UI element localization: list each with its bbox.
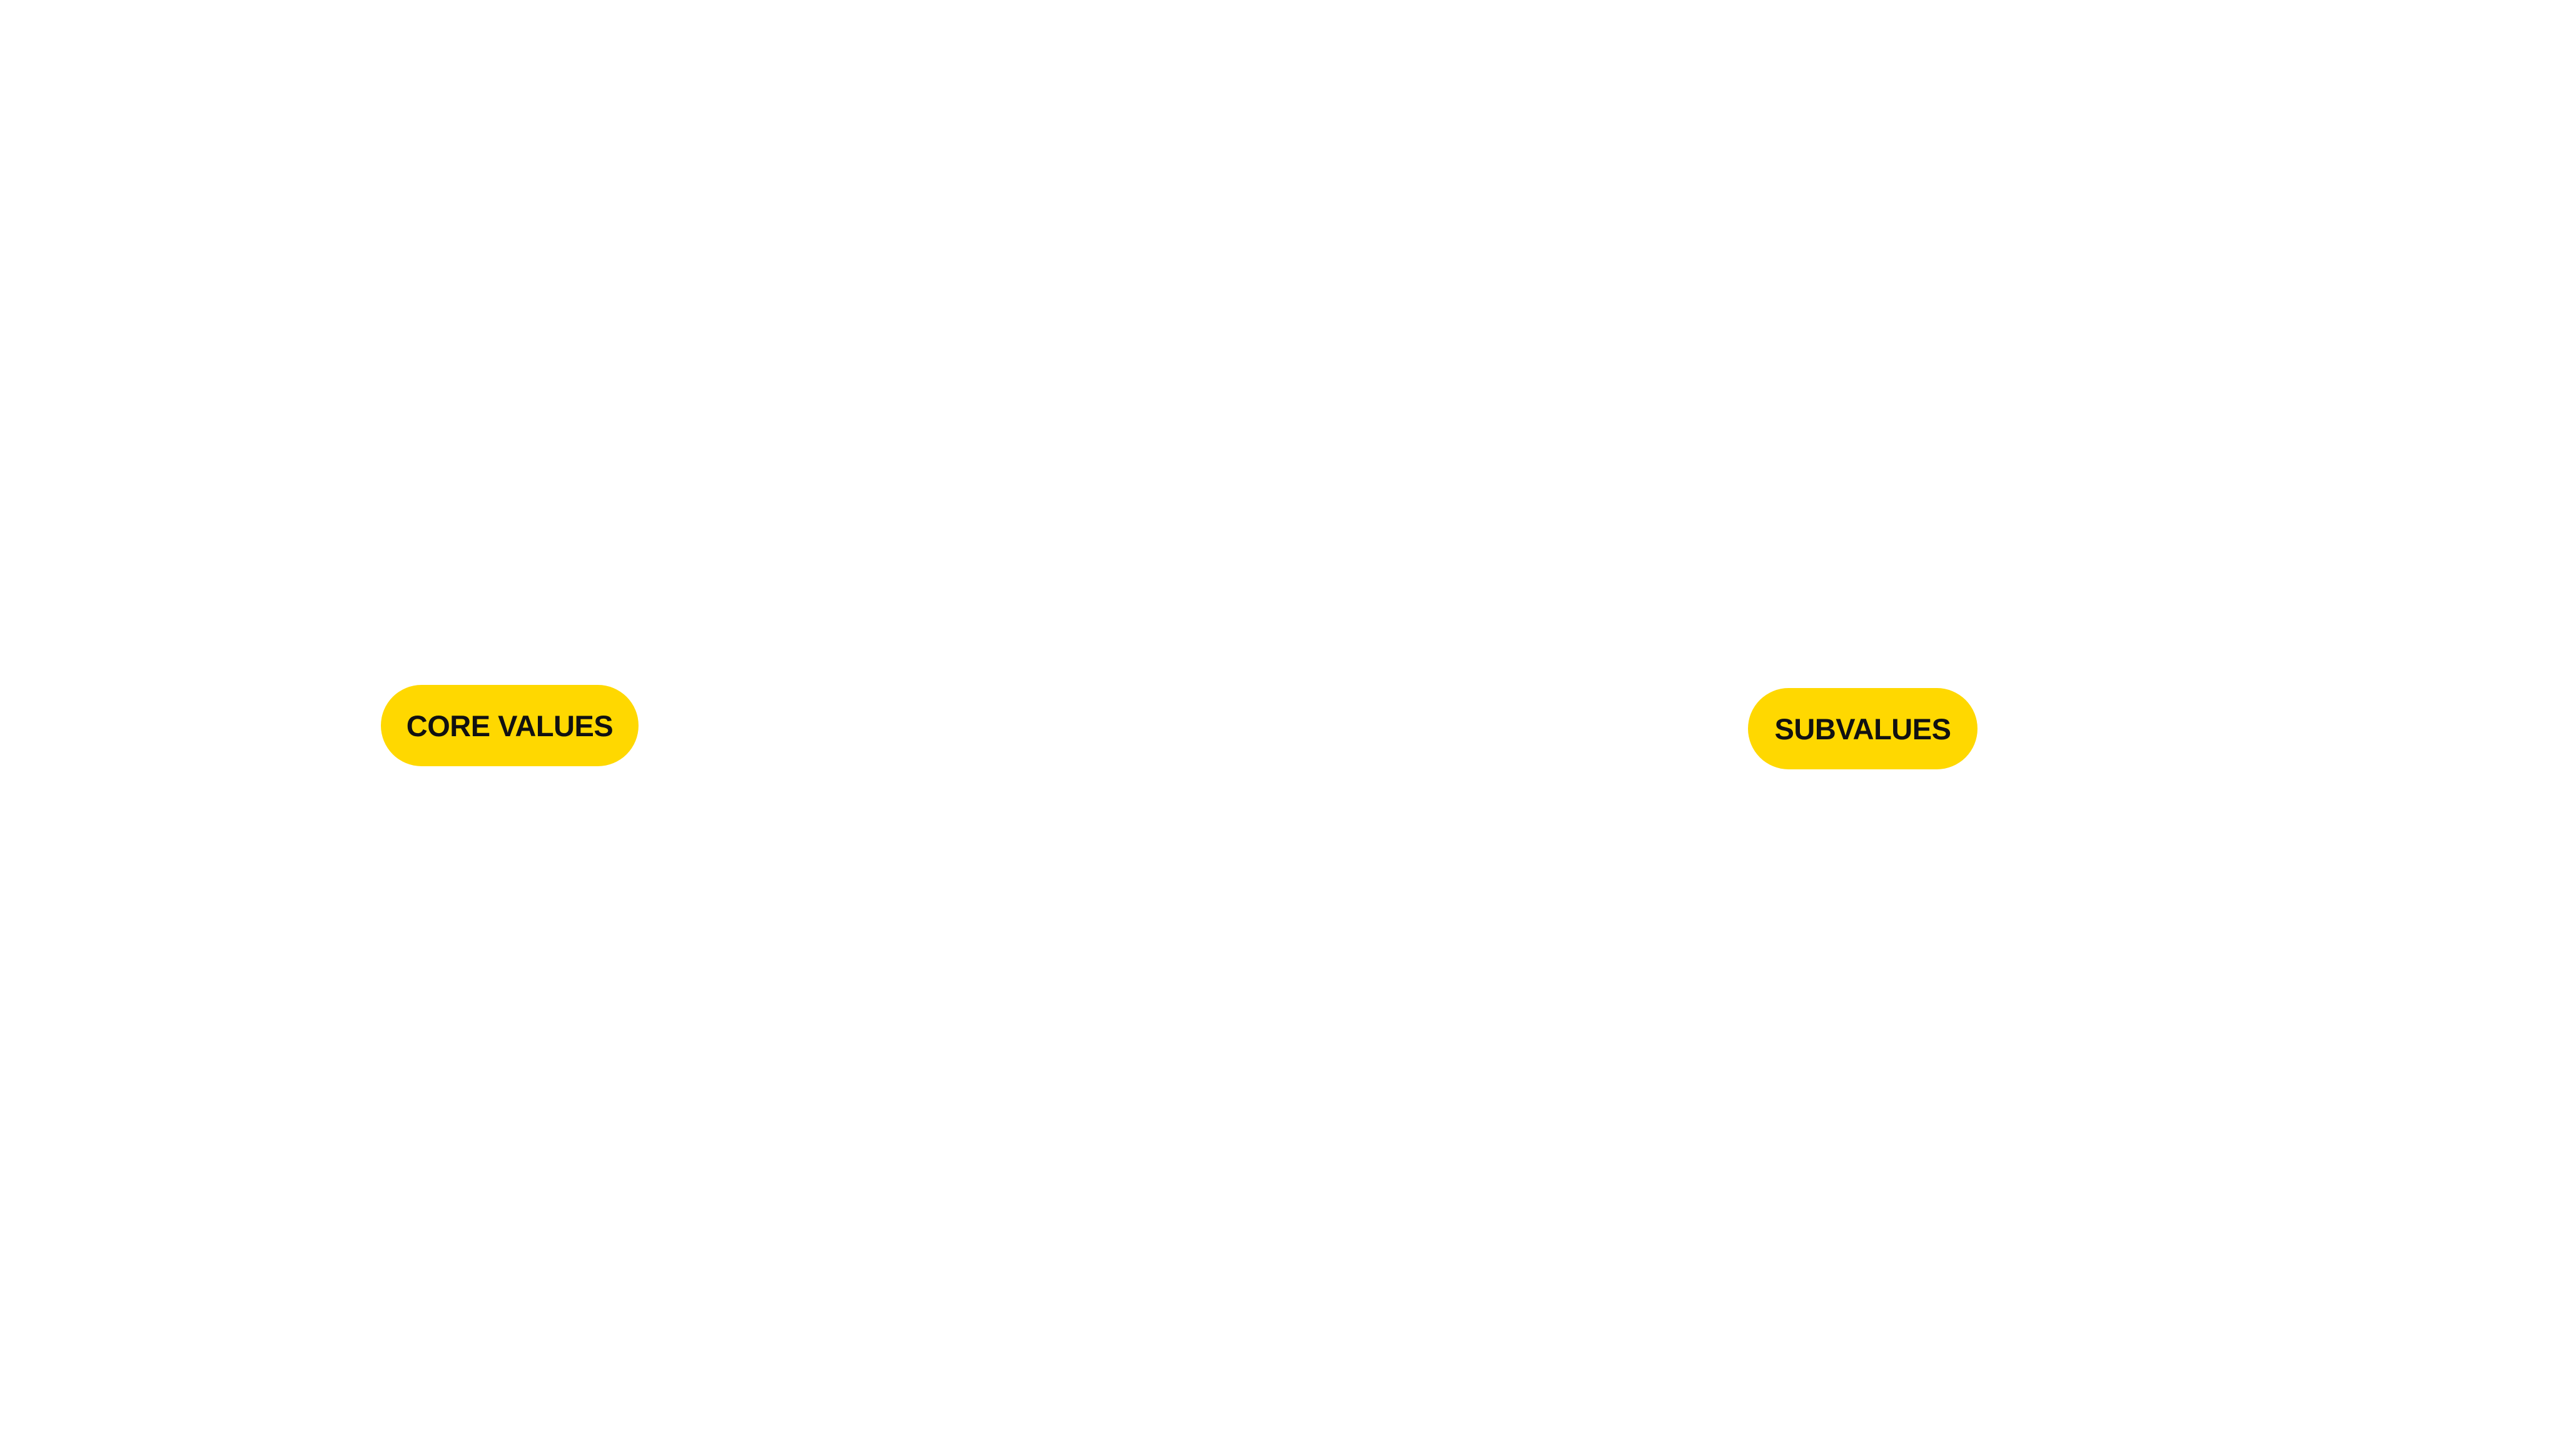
core-values-pill[interactable]: CORE VALUES xyxy=(381,685,639,766)
subvalues-pill[interactable]: SUBVALUES xyxy=(1748,688,1977,769)
